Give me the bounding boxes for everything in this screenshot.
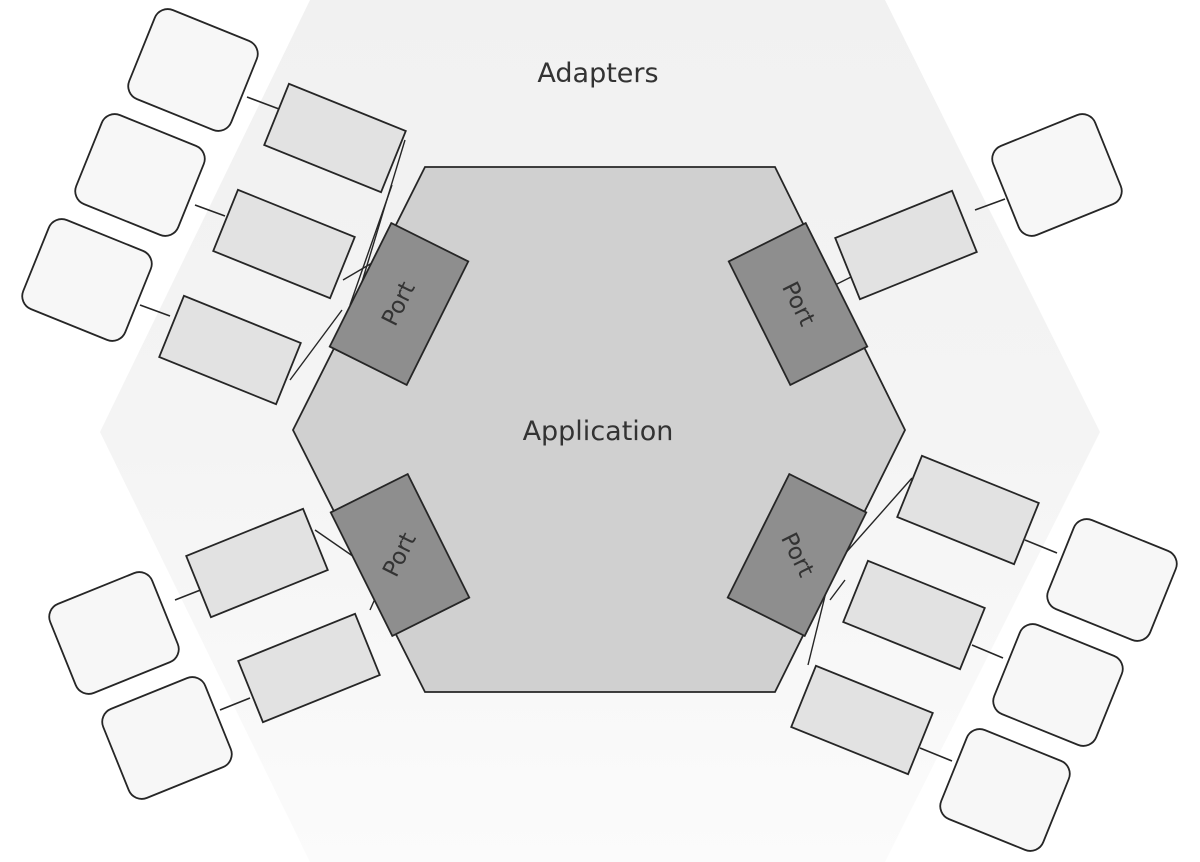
external-systems: [21, 8, 1178, 852]
external-right-1: [991, 113, 1123, 237]
port-bottom-left-box: [329, 472, 471, 638]
adapter-left-5: [237, 612, 381, 724]
external-right-3: [992, 623, 1124, 747]
port-bottom-right: Port: [726, 472, 868, 638]
external-left-3: [21, 218, 153, 342]
external-left-5: [101, 676, 233, 800]
external-right-2: [1046, 518, 1178, 642]
adapter-left-2: [212, 188, 356, 300]
port-top-left-box: [328, 221, 470, 387]
port-connectors: [289, 139, 913, 666]
connectors: [139, 96, 1058, 762]
external-right-4: [939, 728, 1071, 852]
external-left-2: [74, 113, 206, 237]
adapter-left-4: [185, 507, 329, 619]
adapters-title: Adapters: [537, 58, 658, 89]
port-top-left: Port: [328, 221, 470, 387]
adapter-right-3: [842, 559, 986, 671]
port-bottom-right-box: [726, 472, 868, 638]
port-top-right-box: [727, 221, 869, 387]
adapter-left-1: [263, 82, 407, 194]
adapter-left-3: [158, 294, 302, 406]
application-title: Application: [523, 416, 674, 447]
adapters: [158, 82, 1040, 776]
port-bottom-left: Port: [329, 472, 471, 638]
adapter-right-4: [790, 664, 934, 776]
adapter-right-2: [896, 454, 1040, 566]
external-left-1: [127, 8, 259, 132]
port-top-right: Port: [727, 221, 869, 387]
adapter-right-1: [834, 189, 978, 301]
external-left-4: [48, 571, 180, 695]
